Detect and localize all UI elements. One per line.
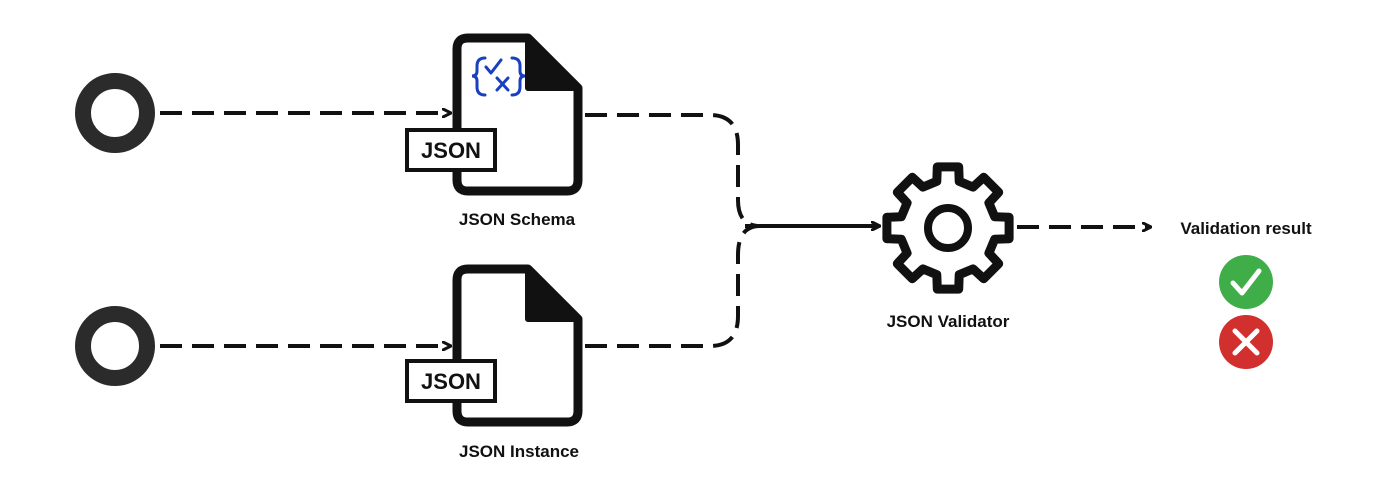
result-label: Validation result: [1180, 219, 1312, 238]
valid-check-icon: [1219, 255, 1273, 309]
json-instance-document: JSON: [405, 264, 583, 427]
validator-label: JSON Validator: [887, 312, 1010, 331]
json-tag-box: [405, 359, 497, 403]
json-schema-document: JSON: [405, 33, 583, 196]
schema-label: JSON Schema: [459, 210, 576, 229]
start-node-top: [75, 73, 155, 153]
invalid-cross-icon: [1219, 315, 1273, 369]
instance-label: JSON Instance: [459, 442, 579, 461]
start-node-bottom: [75, 306, 155, 386]
json-tag-label: JSON: [421, 138, 481, 163]
connector-instance-to-validator: [585, 224, 761, 348]
gear-icon: [882, 162, 1014, 294]
gear-hub: [924, 204, 972, 252]
connector-schema-to-validator: [585, 113, 761, 228]
document-fold: [525, 35, 581, 91]
curly-braces-check-cross-icon: [471, 56, 526, 97]
json-tag-label: JSON: [421, 369, 481, 394]
json-tag-box: [405, 128, 497, 172]
document-fold: [525, 266, 581, 322]
